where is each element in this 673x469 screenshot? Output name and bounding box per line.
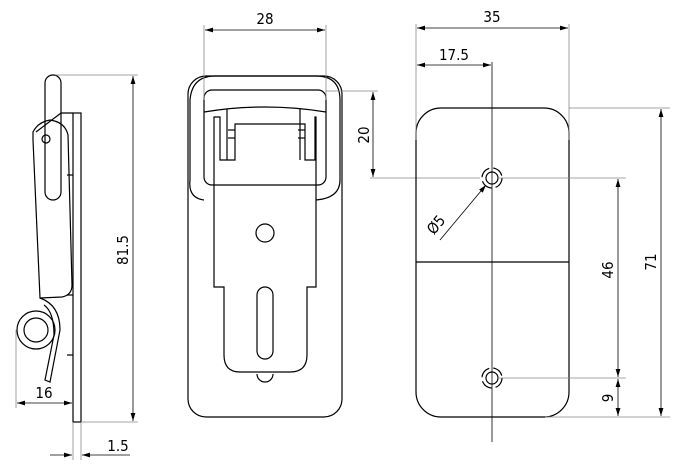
bottom-offset-label: 9 [599,394,617,403]
hasp-loop [189,75,341,201]
pivot [41,134,51,144]
pivot-hole [255,223,275,243]
front-view: 28 20 [187,10,480,418]
slot [256,286,274,360]
half-width-label: 17.5 [439,46,469,64]
width-dimension-label: 28 [256,10,273,28]
latch-edge [35,112,73,133]
hole-spacing-label: 46 [599,261,617,278]
spring-coil-inner [23,317,49,343]
mount-width-label: 35 [483,8,500,26]
latch-plate [213,116,317,373]
mount-height-label: 71 [642,253,660,270]
base-outline [187,75,343,418]
spring-tail [39,297,61,383]
loop-inner [203,89,327,186]
lever-arm [44,74,62,201]
side-view: 81.5 16 1.5 [15,74,138,460]
spring-coil-outer [16,310,56,350]
height-dimension-label: 81.5 [114,235,132,265]
offset-dimension-label: 20 [355,126,373,143]
spring-dimension-label: 16 [35,384,52,402]
mount-view: 35 17.5 71 46 9 Ø5 [415,8,670,442]
thickness-dimension-label: 1.5 [107,437,128,455]
base-plate [72,112,82,423]
latch-body [32,119,73,299]
bottom-tab [256,373,274,383]
